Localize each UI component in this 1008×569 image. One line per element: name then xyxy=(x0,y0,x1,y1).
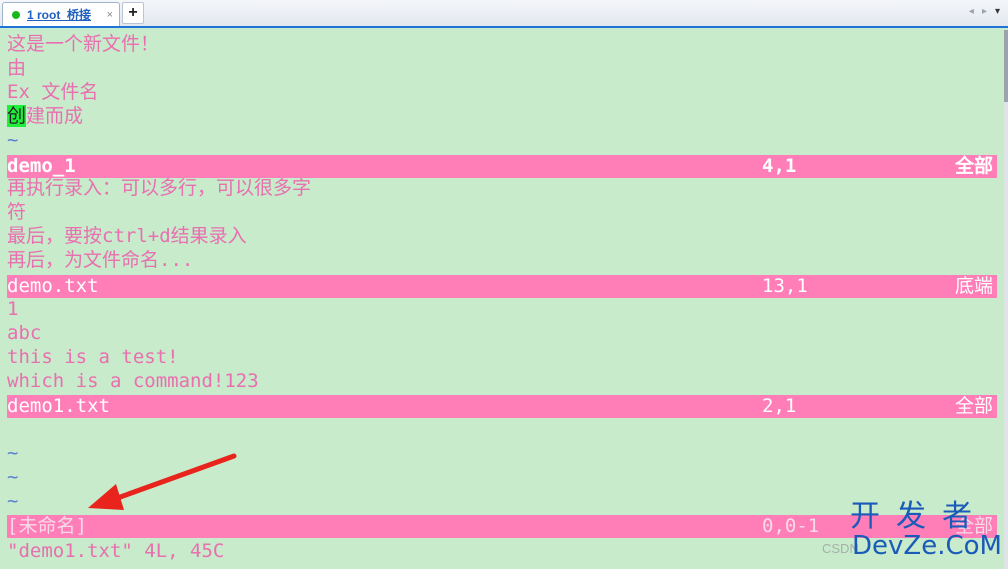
window-status-bar[interactable]: demo_1 4,1 全部 xyxy=(7,155,997,178)
vertical-scrollbar[interactable] xyxy=(1004,30,1008,569)
scroll-position: 全部 xyxy=(954,515,993,537)
empty-line-tilde: ~ xyxy=(7,129,19,151)
cursor-position: 13,1 xyxy=(762,275,808,297)
new-tab-button[interactable]: + xyxy=(122,2,144,24)
editor-line: 这是一个新文件！ xyxy=(7,33,160,55)
cursor-position: 4,1 xyxy=(762,155,797,177)
empty-line-tilde: ~ xyxy=(7,442,19,464)
command-line-message: "demo1.txt" 4L, 45C xyxy=(7,540,225,562)
editor-line: which is a command!123 xyxy=(7,370,259,392)
scrollbar-thumb[interactable] xyxy=(1004,30,1008,102)
tab-navigation: ◂ ▸ ▾ xyxy=(969,6,1000,17)
tab-label[interactable]: 1 root_桥接 xyxy=(27,8,92,22)
scroll-position: 全部 xyxy=(954,395,993,417)
window-filename: [未命名] xyxy=(7,515,87,537)
tab-scroll-right-icon[interactable]: ▸ xyxy=(981,6,987,17)
empty-line-tilde: ~ xyxy=(7,490,19,512)
empty-line-tilde: ~ xyxy=(7,466,19,488)
tab-scroll-left-icon[interactable]: ◂ xyxy=(968,6,974,17)
window-filename: demo.txt xyxy=(7,275,99,297)
text-cursor: 创 xyxy=(7,105,27,127)
editor-line: 再执行录入：可以多行，可以很多字 xyxy=(7,177,312,199)
session-tab[interactable]: 1 root_桥接 × xyxy=(2,2,120,26)
editor-line: 创建而成 xyxy=(7,104,997,128)
cursor-position: 0,0-1 xyxy=(762,515,820,537)
tab-close-icon[interactable]: × xyxy=(106,8,113,21)
connection-status-icon xyxy=(12,10,20,19)
editor-line: this is a test! xyxy=(7,346,179,368)
window-status-bar[interactable]: [未命名] 0,0-1 全部 xyxy=(7,515,997,538)
editor-line: 由 xyxy=(7,57,27,79)
editor-line: abc xyxy=(7,322,42,344)
window-filename: demo1.txt xyxy=(7,395,110,417)
editor-line-text: 建而成 xyxy=(26,105,84,127)
editor-line: 1 xyxy=(7,298,19,320)
tab-bar: 1 root_桥接 × + ◂ ▸ ▾ xyxy=(0,0,1008,28)
editor-line: 最后，要按ctrl+d结果录入 xyxy=(7,225,247,247)
cursor-position: 2,1 xyxy=(762,395,797,417)
window-filename: demo_1 xyxy=(7,155,76,177)
editor-line: 再后，为文件命名... xyxy=(7,249,194,271)
editor-line: 符 xyxy=(7,201,27,223)
scroll-position: 全部 xyxy=(954,155,993,177)
csdn-watermark: CSDN xyxy=(822,541,859,556)
scroll-position: 底端 xyxy=(954,275,993,297)
editor-line: Ex 文件名 xyxy=(7,81,99,103)
tab-list-dropdown-icon[interactable]: ▾ xyxy=(994,6,1000,17)
window-status-bar[interactable]: demo.txt 13,1 底端 xyxy=(7,275,997,298)
window-status-bar[interactable]: demo1.txt 2,1 全部 xyxy=(7,395,997,418)
terminal-view[interactable]: 这是一个新文件！ 由 Ex 文件名 创建而成 ~ demo_1 4,1 全部 再… xyxy=(0,30,1004,569)
